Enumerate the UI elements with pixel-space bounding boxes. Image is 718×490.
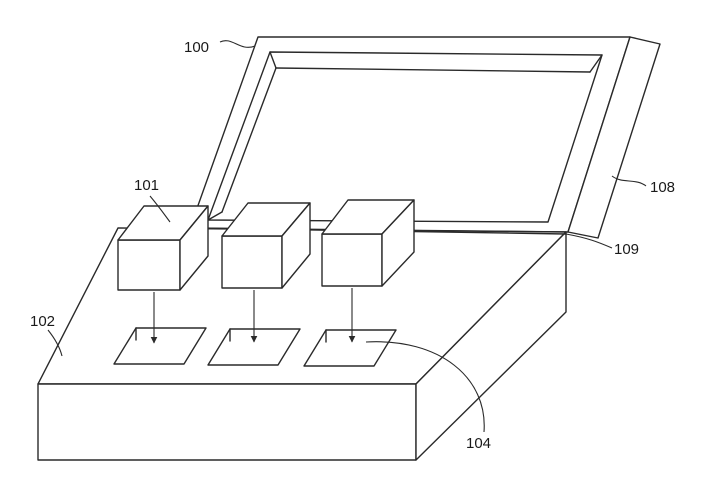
recess-2 [207,328,301,366]
reference-labels: 100 101 102 104 108 109 [30,39,675,452]
leader-109 [565,233,613,249]
leader-100 [219,40,256,48]
module-2-side [281,202,311,289]
lid-bevel-left [221,67,277,213]
leader-104 [365,341,485,433]
label-101: 101 [134,177,159,194]
leader-lines [47,40,647,433]
lid-inner-panel [207,51,603,223]
module-3 [321,199,415,287]
lid-bevel-top [275,67,591,73]
module-1-side [179,205,209,291]
module-3-side [381,199,415,287]
base-right-face [415,231,567,461]
insertion-arrows [150,288,356,344]
base-front-face [37,383,417,461]
label-100: 100 [184,39,209,56]
module-1-front [117,239,181,291]
label-108: 108 [650,179,675,196]
recesses [113,327,397,367]
label-102: 102 [30,313,55,330]
lid-bevel-corner-tr [589,54,603,73]
label-109: 109 [614,241,639,258]
leader-101 [149,195,171,223]
leader-108 [611,175,647,187]
lid [189,36,661,239]
module-3-front [321,233,383,287]
lid-bevel-corner-tl [269,51,277,69]
module-1 [117,205,209,291]
module-2-front [221,235,283,289]
lid-bevel-corner-bl [207,211,223,221]
leader-102 [47,329,63,357]
label-104: 104 [466,435,491,452]
recess-1 [113,327,207,365]
recess-3 [303,329,397,367]
module-2 [221,202,311,289]
lid-side-panel [567,36,661,239]
